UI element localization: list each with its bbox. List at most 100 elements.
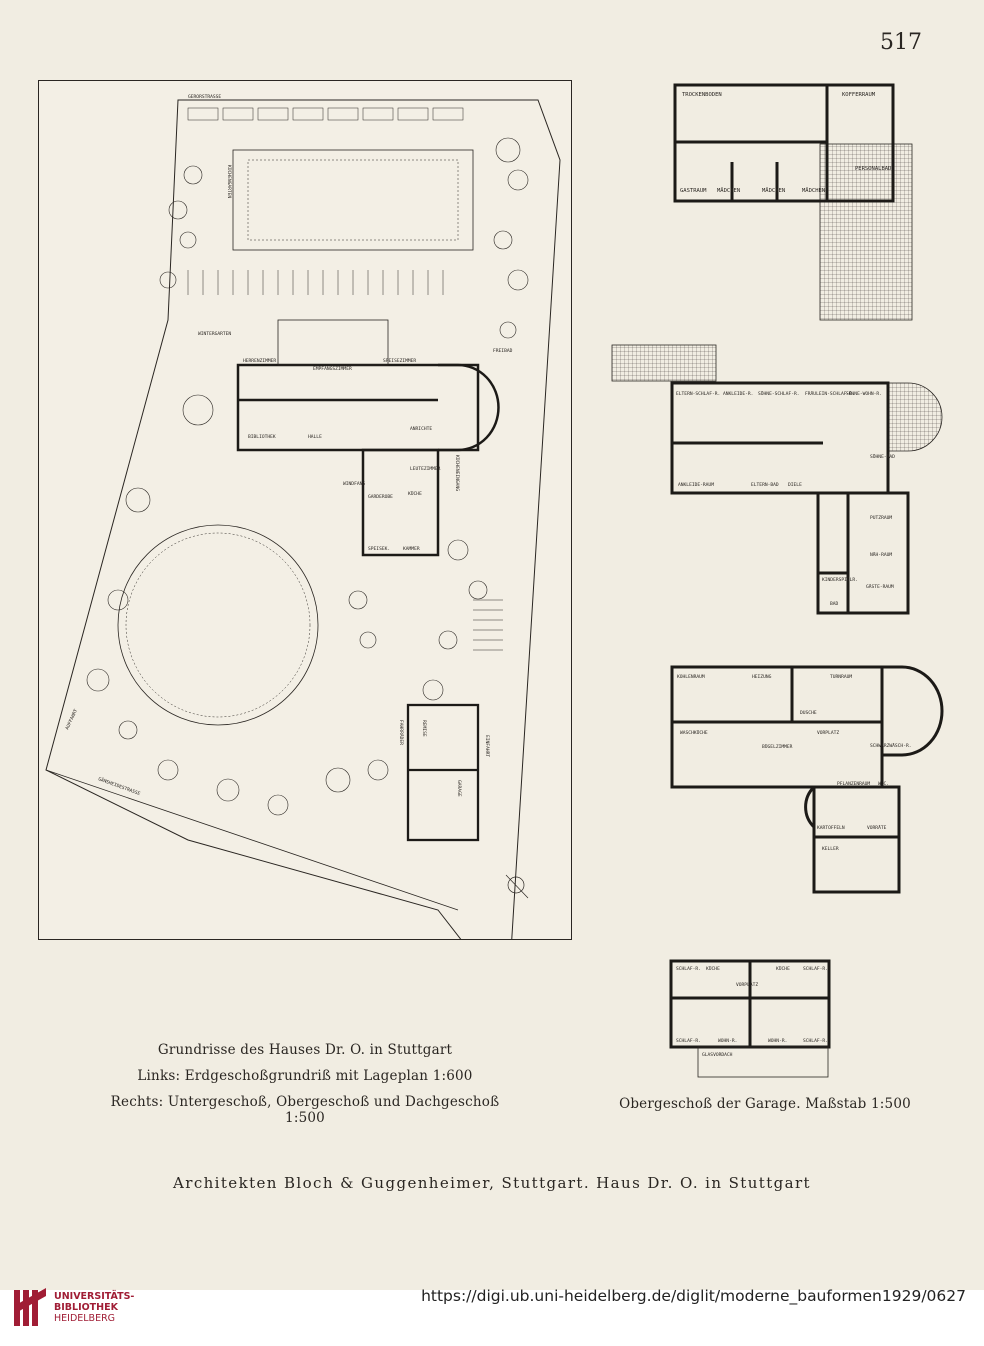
site-label-speisek: SPEISEK.: [368, 546, 390, 552]
garage-building: [406, 703, 480, 842]
site-label-garderobe: GARDEROBE: [368, 494, 393, 500]
source-url-link[interactable]: https://digi.ub.uni-heidelberg.de/diglit…: [421, 1287, 966, 1305]
stairs: [473, 599, 503, 651]
ff-label-putzraum: PUTZRAUM: [870, 515, 892, 521]
ff-label-ankleide-raum: ANKLEIDE-RAUM: [678, 482, 714, 488]
site-label-garage: GARAGE: [456, 780, 462, 797]
site-label-kueche: KÜCHE: [408, 490, 422, 497]
bottom-bar: [0, 1290, 984, 1346]
site-label-kuechengarten: KÜCHENGARTEN: [226, 165, 233, 198]
attic-plan: TROCKENBODEN KOFFERRAUM PERSONALBAD GAST…: [672, 82, 917, 322]
ff-label-soehne-bad: SÖHNE-BAD: [870, 453, 895, 460]
ff-label-gaeste-raum: GÄSTE-RAUM: [866, 583, 894, 590]
attic-label-gastraum: GASTRAUM: [680, 188, 707, 194]
site-label-halle: HALLE: [308, 434, 322, 440]
bm-label-kohlenraum: KOHLENRAUM: [677, 674, 705, 680]
attic-label-maedchen-3: MÄDCHEN: [802, 187, 825, 194]
site-plan-drawing: GERORSTRASSE KÜCHENGARTEN WINTERGARTEN H…: [38, 80, 572, 940]
first-floor-drawing: ELTERN-SCHLAF-R. ANKLEIDE-R. SÖHNE-SCHLA…: [611, 344, 943, 615]
site-label-leutezimmer: LEUTEZIMMER: [410, 466, 441, 472]
site-label-bibliothek: BIBLIOTHEK: [248, 434, 276, 440]
attic-plan-drawing: TROCKENBODEN KOFFERRAUM PERSONALBAD GAST…: [673, 83, 913, 321]
bm-label-waschkueche: WASCHKÜCHE: [680, 729, 708, 736]
gf-label-kueche-2: KÜCHE: [776, 965, 790, 972]
caption-right-line1: Obergeschoß der Garage. Maßstab 1:500: [619, 1096, 911, 1112]
gf-label-kueche-1: KÜCHE: [706, 965, 720, 972]
page-number: 517: [880, 30, 922, 55]
gf-label-glasvordach: GLASVORDACH: [702, 1052, 733, 1058]
attic-label-trockenboden: TROCKENBODEN: [682, 92, 722, 98]
bm-label-vorraete: VORRÄTE: [867, 824, 887, 831]
site-label-herrenzimmer: HERRENZIMMER: [243, 358, 276, 364]
bm-label-schwarzwaesch: SCHWARZWÄSCH-R.: [870, 742, 912, 749]
oval-lawn-inner: [125, 532, 311, 718]
garage-floor-plan: SCHLAF-R. KÜCHE VORPLATZ KÜCHE SCHLAF-R.…: [668, 958, 833, 1080]
street-line: [45, 769, 459, 911]
oval-lawn: [117, 524, 319, 726]
site-plan: GERORSTRASSE KÜCHENGARTEN WINTERGARTEN H…: [38, 80, 572, 940]
site-label-fahrraeder: FAHRRÄDER: [398, 720, 405, 745]
first-floor-walls: [670, 381, 910, 615]
basement-walls: [670, 665, 944, 894]
gf-label-schlaf-4: SCHLAF-R.: [803, 1038, 828, 1044]
library-name-line1: UNIVERSITÄTS-: [54, 1291, 135, 1302]
ff-label-naeh-raum: NÄH-RAUM: [870, 551, 892, 558]
footer-credit: Architekten Bloch & Guggenheimer, Stuttg…: [173, 1174, 811, 1192]
gf-label-schlaf-3: SCHLAF-R.: [676, 1038, 701, 1044]
garage-glass-canopy: [697, 1046, 829, 1078]
attic-label-maedchen-2: MÄDCHEN: [762, 187, 785, 194]
bm-label-heizung: HEIZUNG: [752, 674, 772, 680]
north-arrow-icon: [505, 874, 529, 899]
garage-floor-walls: [669, 959, 831, 1049]
site-label-wintergarten: WINTERGARTEN: [198, 331, 231, 337]
library-name-line2: BIBLIOTHEK: [54, 1302, 118, 1313]
bm-label-wc: W.C.: [878, 781, 889, 787]
property-outline: [45, 99, 561, 940]
basement-plan: KOHLENRAUM HEIZUNG TURNRAUM DUSCHE VORPL…: [652, 652, 948, 897]
library-name-line3: HEIDELBERG: [54, 1313, 116, 1324]
caption-left-line1: Grundrisse des Hauses Dr. O. in Stuttgar…: [157, 1042, 453, 1058]
ff-label-eltern-bad: ELTERN-BAD: [751, 482, 779, 488]
hedge-row: [187, 107, 464, 121]
site-label-windfang: WINDFANG: [343, 481, 365, 487]
first-floor-balcony-right: [887, 382, 943, 452]
ff-label-diele: DIELE: [788, 482, 802, 488]
garage-floor-drawing: SCHLAF-R. KÜCHE VORPLATZ KÜCHE SCHLAF-R.…: [669, 959, 831, 1078]
bm-label-kartoffeln: KARTOFFELN: [817, 825, 845, 831]
site-label-kuecheneingang: KÜCHENEINGANG: [454, 455, 461, 491]
site-label-kammer: KAMMER: [403, 546, 420, 552]
gf-label-schlaf-2: SCHLAF-R.: [803, 966, 828, 972]
site-label-speisezimmer: SPEISEZIMMER: [383, 358, 416, 364]
site-label-empfangszimmer: EMPFANGSZIMMER: [313, 366, 352, 372]
first-floor-plan: ELTERN-SCHLAF-R. ANKLEIDE-R. SÖHNE-SCHLA…: [608, 343, 948, 618]
gf-label-wohn-2: WOHN-R.: [768, 1038, 787, 1044]
kitchen-garden: [232, 149, 474, 251]
kitchen-garden-inner: [247, 159, 459, 241]
gf-label-wohn-1: WOHN-R.: [718, 1038, 737, 1044]
bm-label-dusche: DUSCHE: [800, 710, 817, 716]
bm-label-turnraum: TURNRAUM: [830, 674, 852, 680]
bm-label-vorplatz: VORPLATZ: [817, 730, 839, 736]
attic-walls: [673, 83, 895, 203]
ff-label-kinderspiel: KINDERSPIELR.: [822, 577, 858, 583]
site-label-gerorstrasse: GERORSTRASSE: [188, 94, 221, 100]
terrace: [277, 319, 389, 366]
gf-label-schlaf-1: SCHLAF-R.: [676, 966, 701, 972]
bm-label-pflanzenraum: PFLANZENRAUM: [837, 781, 870, 787]
attic-label-maedchen-1: MÄDCHEN: [717, 187, 740, 194]
caption-left-line2: Links: Erdgeschoßgrundriß mit Lageplan 1…: [137, 1068, 473, 1084]
first-floor-balcony-left: [611, 344, 717, 382]
site-label-freibad: FREIBAD: [493, 348, 513, 354]
ff-label-eltern-schlaf: ELTERN-SCHLAF-R.: [676, 391, 720, 397]
ff-label-soehne-schlaf: SÖHNE-SCHLAF-R.: [758, 390, 800, 397]
attic-label-personalbad: PERSONALBAD: [855, 166, 891, 172]
basement-drawing: KOHLENRAUM HEIZUNG TURNRAUM DUSCHE VORPL…: [670, 665, 944, 894]
ff-label-fraeulein-schlaf: FRÄULEIN-SCHLAF-R.: [805, 390, 855, 397]
attic-roof-terrace: [819, 143, 913, 321]
library-logo-icon[interactable]: [12, 1286, 50, 1334]
site-label-anrichte: ANRICHTE: [410, 426, 432, 432]
ff-label-soehne-wohn: SÖHNE-WOHN-R.: [846, 390, 882, 397]
site-label-einfahrt: EINFAHRT: [484, 735, 490, 757]
site-plan-frame: [38, 80, 572, 940]
gf-label-vorplatz: VORPLATZ: [736, 982, 758, 988]
